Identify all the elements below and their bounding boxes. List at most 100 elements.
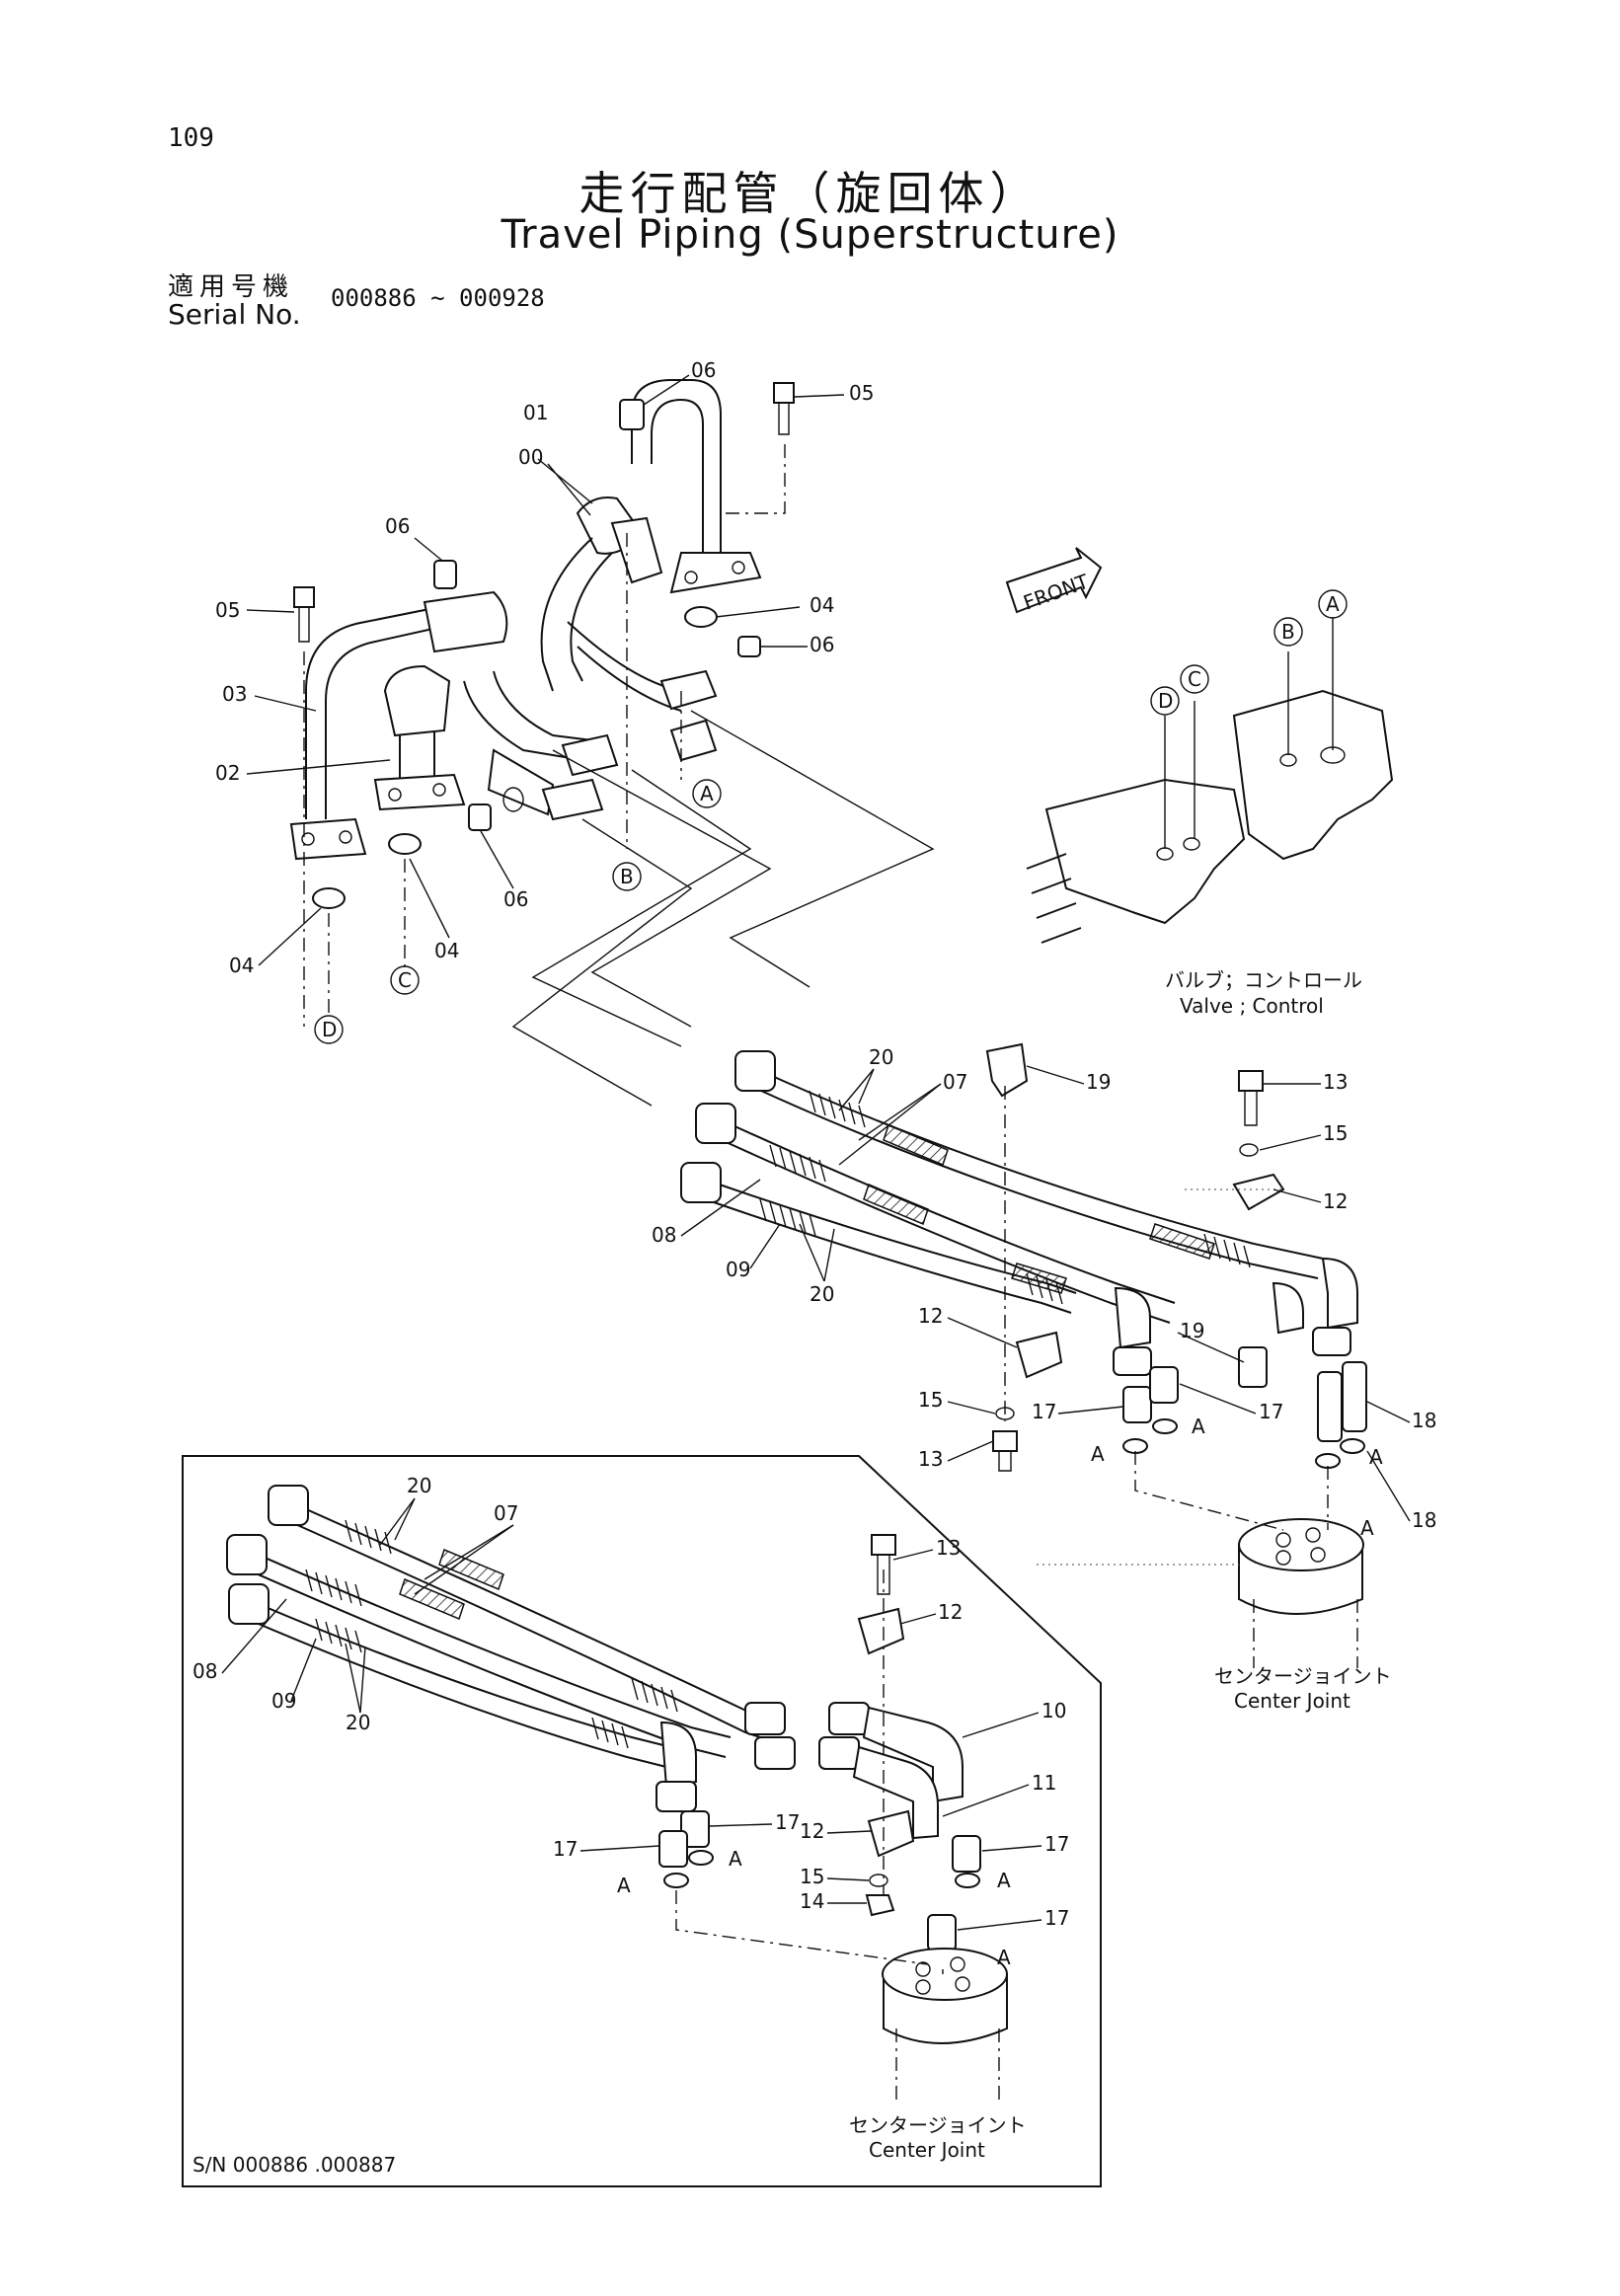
plug-06-top [619,399,645,430]
clamp-19-top [985,1042,1029,1098]
callouts-main: 00 01 02 03 04 04 04 05 05 06 06 06 06 0… [215,358,1436,1532]
port-A-lower-1: A [1192,1415,1205,1438]
serial-label-english: Serial No. [168,298,301,331]
inset-port-A-3: A [997,1869,1011,1892]
callout-20a: 20 [869,1045,893,1069]
inset-panel: センタージョイント Center Joint S/N 000886 .00088… [182,1455,1102,2187]
fitting-B-lower [541,778,604,821]
inset-hose-end-2 [226,1534,268,1575]
callout-20b: 20 [810,1282,834,1306]
elbow-02 [383,664,451,737]
callout-03: 03 [222,682,247,706]
port-C-circle [390,965,420,995]
callout-18b: 18 [1412,1508,1436,1532]
inset-clamp-12-top [857,1607,905,1655]
inset-callout-14: 14 [800,1889,824,1913]
inset-callout-08: 08 [193,1659,217,1683]
o-ring-04-top [684,606,718,628]
callout-05a: 05 [215,598,240,622]
inset-callout-13: 13 [936,1536,961,1560]
callout-12a: 12 [1323,1189,1348,1213]
inset-connector-17-d [927,1914,957,1952]
callout-07: 07 [943,1070,967,1094]
main-hose-bundle: センタージョイント Center Joint [680,1042,1392,1713]
elbow-right-1 [1321,1257,1358,1330]
valve-label-en: Valve ; Control [1180,994,1324,1018]
title-japanese: 走行配管（旋回体） [579,167,1041,220]
valve-port-D-label: D [1158,689,1173,713]
inset-clamp-12-mid [867,1809,915,1858]
callout-18a: 18 [1412,1409,1436,1432]
center-joint-label-en: Center Joint [1234,1689,1350,1713]
inset-callout-15: 15 [800,1865,824,1888]
inset-port-A-2: A [617,1874,631,1897]
o-ring-04-mid [388,833,422,855]
callouts-inset: 07 08 09 10 11 12 12 13 14 15 17 17 17 1… [193,1474,1069,1931]
serial-label-japanese: 適用号機 [168,272,295,302]
fitting-A-nut [659,669,718,711]
inset-connector-17-c [952,1835,981,1873]
valve-port-B-label: B [1281,620,1295,644]
inset-callout-07: 07 [494,1501,518,1525]
plug-06-lower [468,804,492,831]
hose-end-top [734,1050,776,1092]
valve-port-A-label: A [1326,592,1340,616]
page-number: 109 [168,123,214,153]
port-D-circle [314,1015,344,1044]
tee-fitting [423,590,508,653]
plug-06-left [433,560,457,589]
callout-06c: 06 [810,633,834,656]
callout-19a: 19 [1086,1070,1111,1094]
callout-04a: 04 [229,954,254,977]
callout-12b: 12 [918,1304,943,1328]
valve-port-B-circle [1273,617,1303,647]
inset-callout-10: 10 [1041,1699,1066,1722]
callout-08: 08 [652,1223,676,1247]
inset-callout-17a: 17 [775,1810,800,1834]
callout-13b: 13 [918,1447,943,1471]
flange-left [289,817,367,861]
port-A-label: A [700,782,714,805]
callout-06b: 06 [691,358,716,382]
fitting-B-nut [669,719,718,762]
title-english: Travel Piping (Superstructure) [501,212,1119,258]
callout-04b: 04 [434,939,459,962]
elbow-right-2 [1272,1281,1304,1335]
bolt-13-mid [992,1430,1018,1452]
inset-callout-17b: 17 [553,1837,578,1861]
inset-hose-end-1 [268,1485,309,1526]
valve-port-C-circle [1180,664,1209,694]
port-B-circle [612,862,642,891]
connector-18-a [1317,1371,1343,1442]
port-letters: A B C D A B C D A A A A A A A A [314,589,1383,1969]
valve-port-C-label: C [1188,667,1201,691]
inset-fitting-right-1 [744,1702,786,1735]
inset-callout-12b: 12 [800,1819,824,1843]
o-ring-04-left [312,887,346,909]
flange-02 [373,773,466,811]
inset-center-joint-label-en: Center Joint [869,2138,985,2162]
port-C-label: C [398,968,412,992]
upper-pipe-assembly [289,379,935,1107]
callout-15b: 15 [918,1388,943,1412]
plug-06-right [737,636,761,657]
port-D-label: D [322,1018,337,1041]
callout-05b: 05 [849,381,874,405]
inset-callout-12a: 12 [938,1600,963,1624]
inset-callout-17d: 17 [1044,1906,1069,1930]
inset-bolt-13 [871,1534,896,1556]
inset-callout-11: 11 [1032,1771,1056,1795]
callout-06a: 06 [385,514,410,538]
callout-13a: 13 [1323,1070,1348,1094]
inset-callout-20b: 20 [346,1711,370,1734]
inset-callout-17c: 17 [1044,1832,1069,1856]
callout-00: 00 [518,445,543,469]
front-marker: FRONT [1005,547,1103,615]
inset-callout-20a: 20 [407,1474,431,1497]
clamp-19-lower [1238,1346,1268,1388]
inset-center-joint-label-jp: センタージョイント [849,2113,1027,2137]
callout-17a: 17 [1032,1400,1056,1423]
clamp-12-right [1232,1173,1285,1211]
elbow-11 [852,1745,939,1840]
